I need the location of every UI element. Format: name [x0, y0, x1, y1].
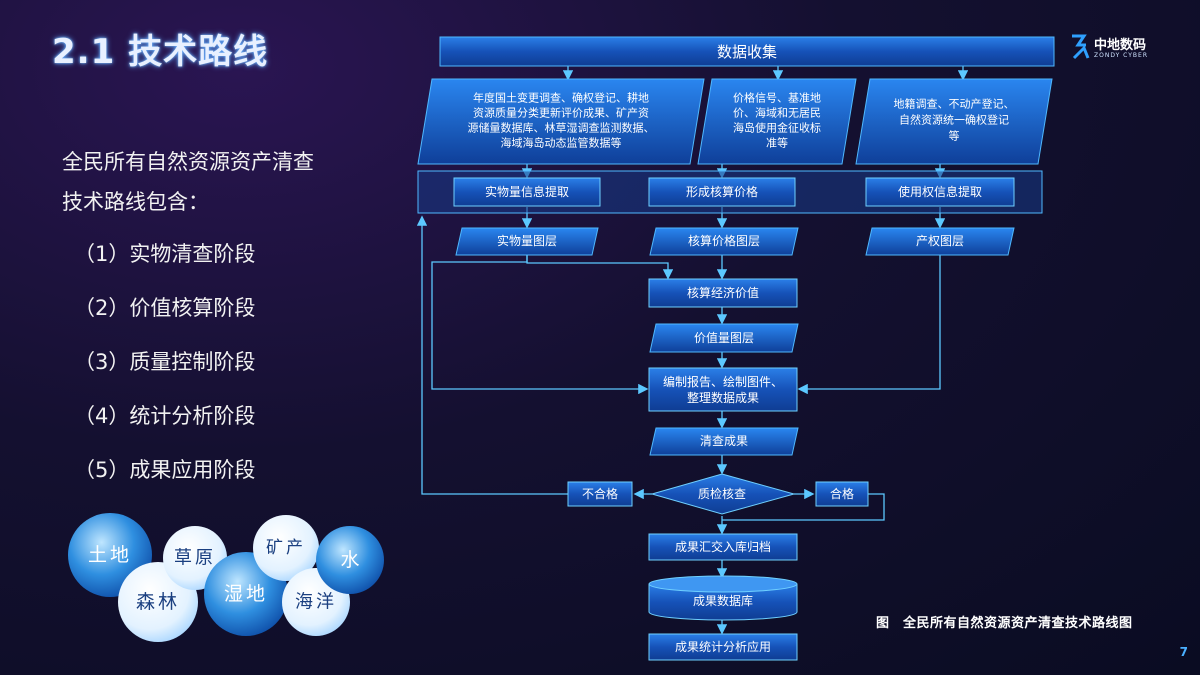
node-extract-physical-label: 实物量信息提取 [485, 184, 569, 199]
node-archive: 成果汇交入库归档 [648, 533, 798, 561]
node-fail-label: 不合格 [582, 486, 618, 501]
stage-4: （4）统计分析阶段 [74, 404, 256, 428]
bubble-label-water: 水 [340, 549, 359, 571]
node-layer-price-label: 核算价格图层 [688, 233, 760, 248]
node-data-collection: 数据收集 [439, 36, 1055, 67]
page-title: 2.1 技术路线 [52, 32, 269, 72]
figure-caption: 图 全民所有自然资源资产清查技术路线图 [876, 616, 1133, 631]
node-extract-right: 使用权信息提取 [865, 177, 1015, 207]
node-compile-line-1: 编制报告、绘制图件、 [663, 374, 783, 389]
bubble-label-wetland: 湿地 [224, 583, 268, 605]
bubble-label-forest: 森林 [136, 591, 180, 613]
source-mid-line-3: 海岛使用金征收标 [733, 121, 821, 135]
stage-1: （1）实物清查阶段 [74, 242, 256, 266]
bubble-label-land: 土地 [88, 544, 132, 566]
connector-lines [416, 66, 969, 635]
node-pass: 合格 [815, 481, 869, 507]
stage-2: （2）价值核算阶段 [74, 296, 256, 320]
source-right-line-1: 地籍调查、不动产登记、 [894, 97, 1015, 111]
node-data-collection-label: 数据收集 [717, 43, 777, 61]
node-layer-physical-label: 实物量图层 [497, 233, 557, 248]
source-right-line-3: 等 [949, 129, 960, 143]
source-mid-line-1: 价格信号、基准地 [733, 91, 821, 105]
node-statistical-application: 成果统计分析应用 [648, 633, 798, 661]
node-pass-label: 合格 [830, 486, 854, 501]
node-inventory-result: 清查成果 [649, 427, 799, 456]
company-logo [1072, 34, 1090, 60]
bubble-mineral: 矿产 [253, 515, 319, 581]
logo-mark-icon [1072, 34, 1090, 60]
source-right-line-2: 自然资源统一确权登记 [899, 113, 1009, 127]
source-left-line-4: 海域海岛动态监管数据等 [501, 136, 622, 150]
node-calc-value: 核算经济价值 [648, 278, 798, 308]
node-extract-right-label: 使用权信息提取 [898, 184, 982, 199]
node-source-left: 年度国土变更调查、确权登记、耕地 资源质量分类更新评价成果、矿产资 源储量数据库… [417, 78, 705, 165]
node-source-middle: 价格信号、基准地 价、海域和无居民 海岛使用金征收标 准等 [697, 78, 857, 165]
intro-line-1: 全民所有自然资源资产清查 [62, 150, 314, 174]
source-left-line-3: 源储量数据库、林草湿调查监测数据、 [468, 121, 655, 135]
node-archive-label: 成果汇交入库归档 [675, 539, 771, 554]
intro-line-2: 技术路线包含： [62, 190, 209, 214]
logo-subtitle: ZONDY CYBER [1094, 52, 1149, 59]
node-calc-value-label: 核算经济价值 [687, 285, 759, 300]
bubble-label-grassland: 草原 [174, 548, 216, 569]
source-mid-line-4: 准等 [766, 136, 788, 150]
bubble-label-mineral: 矿产 [266, 538, 306, 558]
bubble-label-ocean: 海洋 [295, 592, 337, 613]
node-compile-report: 编制报告、绘制图件、 整理数据成果 [648, 367, 798, 412]
node-result-database-label: 成果数据库 [693, 593, 753, 608]
node-layer-property: 产权图层 [865, 227, 1015, 256]
node-layer-property-label: 产权图层 [916, 234, 964, 248]
source-left-line-2: 资源质量分类更新评价成果、矿产资 [473, 106, 649, 120]
stage-5: （5）成果应用阶段 [74, 458, 256, 482]
node-layer-physical: 实物量图层 [455, 227, 599, 256]
resource-bubbles: 土地 森林 草原 湿地 矿产 海洋 水 [68, 513, 384, 642]
source-left-line-1: 年度国土变更调查、确权登记、耕地 [473, 91, 649, 105]
source-mid-line-2: 价、海域和无居民 [733, 106, 821, 120]
stage-3: （3）质量控制阶段 [74, 350, 256, 374]
node-form-price: 形成核算价格 [648, 177, 796, 207]
node-layer-value-label: 价值量图层 [694, 330, 754, 345]
node-layer-value: 价值量图层 [649, 323, 799, 353]
node-form-price-label: 形成核算价格 [686, 184, 758, 199]
node-extract-physical: 实物量信息提取 [453, 177, 601, 207]
node-statistical-application-label: 成果统计分析应用 [675, 639, 771, 654]
node-layer-price: 核算价格图层 [649, 227, 799, 256]
node-fail: 不合格 [567, 481, 633, 507]
node-quality-check: 质检核查 [650, 473, 796, 515]
logo-name: 中地数码 [1094, 38, 1147, 53]
node-quality-check-label: 质检核查 [698, 486, 746, 501]
node-result-database: 成果数据库 [648, 575, 798, 621]
bubble-water: 水 [316, 526, 384, 594]
node-compile-line-2: 整理数据成果 [687, 390, 759, 405]
page-number: 7 [1179, 645, 1188, 659]
node-source-right: 地籍调查、不动产登记、 自然资源统一确权登记 等 [855, 78, 1053, 165]
node-inventory-result-label: 清查成果 [700, 434, 748, 448]
